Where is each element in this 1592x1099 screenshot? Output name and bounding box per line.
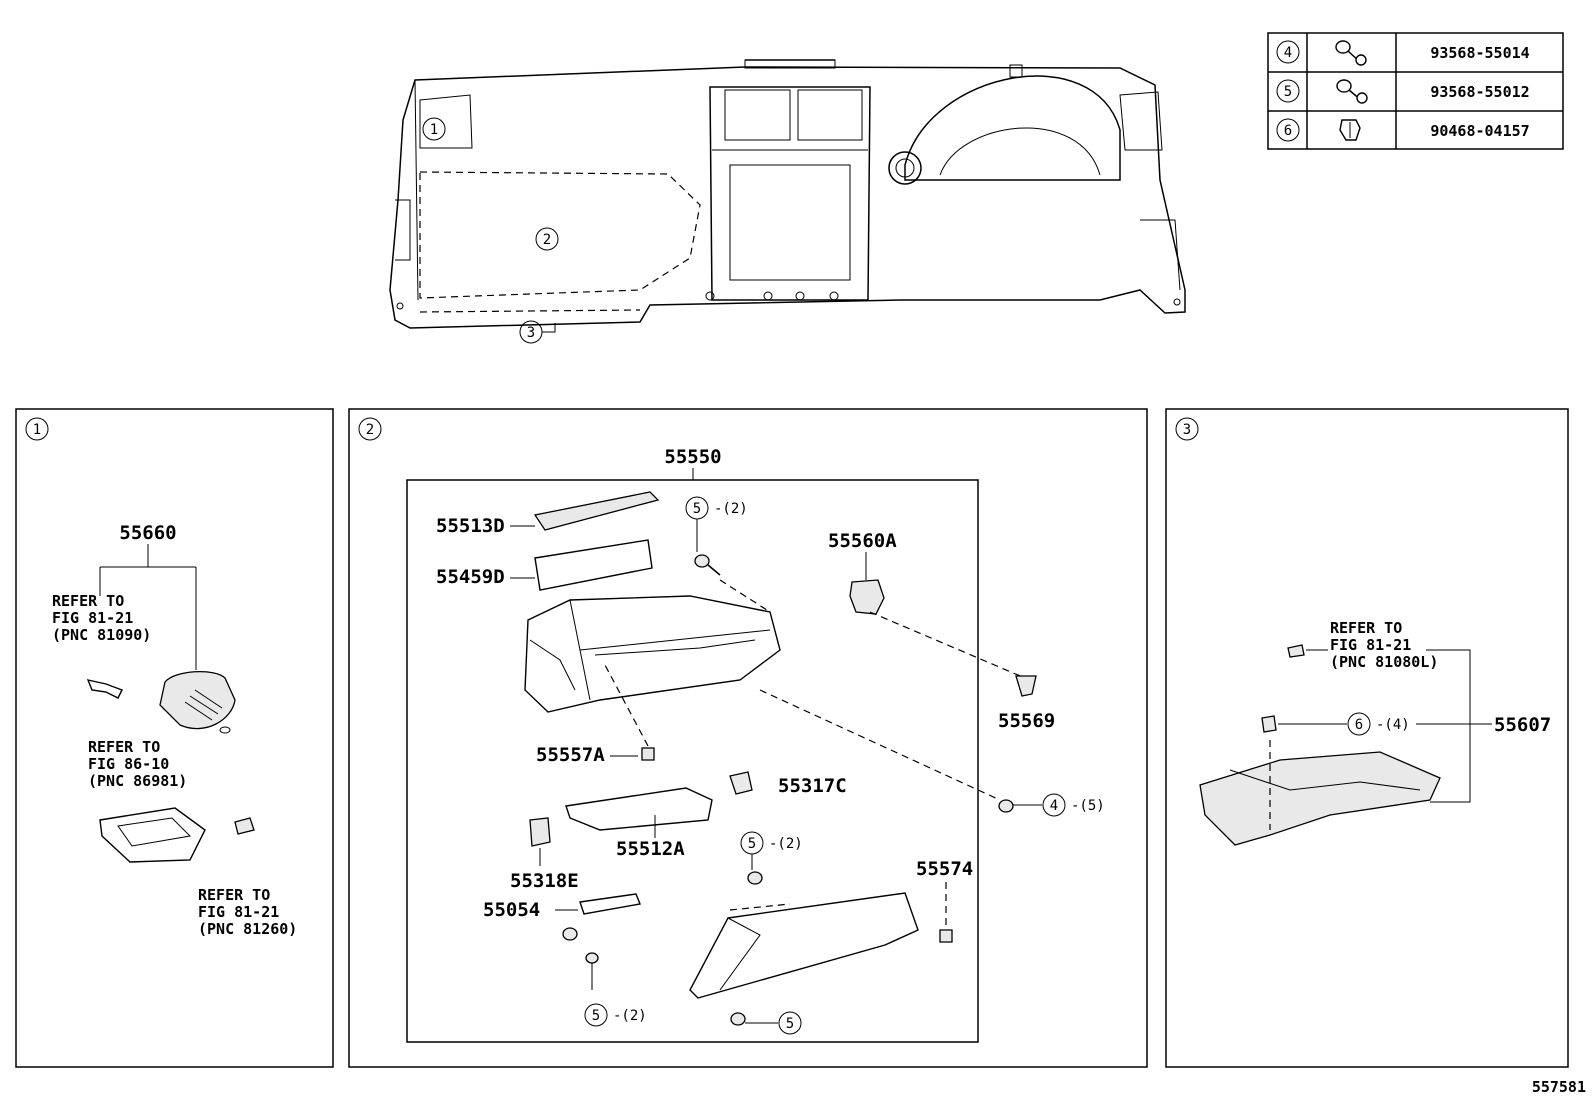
refer-note-line: FIG 81-21 bbox=[1330, 636, 1411, 654]
part-label-55560A: 55560A bbox=[828, 530, 897, 552]
part-label-55459D: 55459D bbox=[436, 566, 505, 588]
under-cover-part bbox=[1199, 740, 1441, 846]
refer-note-line: REFER TO bbox=[52, 592, 124, 610]
screw-part bbox=[562, 927, 578, 941]
overview-callout-3: 3 bbox=[527, 325, 535, 341]
rod-part bbox=[579, 893, 641, 915]
screw-part bbox=[730, 1012, 746, 1026]
table-part-number: 93568-55012 bbox=[1430, 83, 1529, 101]
table-ref-6: 6 bbox=[1284, 123, 1292, 139]
clip-part bbox=[1261, 715, 1277, 733]
panel-3: 3 REFER TO FIG 81-21 (PNC 81080L) 6 -(4)… bbox=[1165, 408, 1569, 1068]
panel-number: 1 bbox=[33, 422, 41, 438]
trim-strip-part bbox=[533, 491, 660, 531]
table-ref-5: 5 bbox=[1284, 84, 1292, 100]
fastener-table: 4 93568-55014 5 93568-55012 6 bbox=[1267, 32, 1564, 150]
callout-qty: -(4) bbox=[1376, 717, 1410, 733]
part-label-55513D: 55513D bbox=[436, 515, 505, 537]
table-row-4: 4 93568-55014 bbox=[1276, 40, 1530, 66]
part-label-55569: 55569 bbox=[998, 710, 1055, 732]
table-row-6: 6 90468-04157 bbox=[1276, 118, 1530, 142]
bolt-icon bbox=[1335, 40, 1367, 66]
clip-part bbox=[234, 817, 255, 835]
tray-part bbox=[99, 807, 206, 863]
glove-box-door-part bbox=[689, 892, 919, 999]
part-label-55512A: 55512A bbox=[616, 838, 685, 860]
table-ref-4: 4 bbox=[1284, 45, 1292, 61]
panel-2: 2 55550 55513D 55459D 5 -(2) 55560A bbox=[348, 408, 1148, 1068]
pin-part bbox=[939, 929, 953, 943]
part-label-55660: 55660 bbox=[119, 522, 176, 544]
refer-note-line: FIG 81-21 bbox=[198, 903, 279, 921]
refer-note-line: REFER TO bbox=[198, 886, 270, 904]
table-part-number: 93568-55014 bbox=[1430, 44, 1529, 62]
screw-part bbox=[585, 952, 599, 964]
air-vent-part bbox=[159, 670, 236, 734]
panel-1: 1 55660 REFER TO FIG 81-21 (PNC 81090) R… bbox=[15, 408, 334, 1068]
callout-ref-5: 5 bbox=[693, 501, 701, 517]
panel-part bbox=[534, 539, 653, 591]
overview-callout-1: 1 bbox=[430, 122, 438, 138]
panel-number: 3 bbox=[1183, 422, 1191, 438]
bracket-part bbox=[86, 679, 123, 699]
part-label-55318E: 55318E bbox=[510, 870, 579, 892]
shelf-part bbox=[565, 787, 713, 831]
screw-icon bbox=[1336, 79, 1368, 104]
dashboard-overview: 1 2 3 bbox=[389, 59, 1186, 344]
panel-number: 2 bbox=[366, 422, 374, 438]
table-row-5: 5 93568-55012 bbox=[1276, 79, 1530, 104]
refer-note-line: (PNC 86981) bbox=[88, 772, 187, 790]
callout-ref-5: 5 bbox=[592, 1008, 600, 1024]
clip-part bbox=[1287, 644, 1305, 658]
screw-part bbox=[694, 554, 710, 568]
glove-box-housing-part bbox=[524, 579, 781, 713]
damper-part bbox=[1015, 675, 1037, 697]
part-label-55550: 55550 bbox=[664, 446, 721, 468]
refer-note-line: REFER TO bbox=[1330, 619, 1402, 637]
part-label-55574: 55574 bbox=[916, 858, 973, 880]
refer-note-line: FIG 86-10 bbox=[88, 755, 169, 773]
callout-ref-5: 5 bbox=[786, 1016, 794, 1032]
screw-part bbox=[747, 871, 763, 885]
part-label-55054: 55054 bbox=[483, 899, 540, 921]
refer-note-line: (PNC 81080L) bbox=[1330, 653, 1438, 671]
clip-part bbox=[729, 771, 753, 795]
callout-ref-4: 4 bbox=[1050, 798, 1058, 814]
clip-icon bbox=[1339, 119, 1361, 141]
hinge-part bbox=[529, 817, 551, 847]
callout-qty: -(5) bbox=[1071, 798, 1105, 814]
callout-ref-6: 6 bbox=[1355, 717, 1363, 733]
lock-part bbox=[849, 579, 885, 615]
table-part-number: 90468-04157 bbox=[1430, 122, 1529, 140]
refer-note-line: (PNC 81090) bbox=[52, 626, 151, 644]
refer-note-line: FIG 81-21 bbox=[52, 609, 133, 627]
bolt-part bbox=[998, 799, 1014, 813]
assembly-box bbox=[406, 479, 979, 1043]
part-label-55607: 55607 bbox=[1494, 714, 1551, 736]
stopper-part bbox=[641, 747, 655, 761]
refer-note-line: (PNC 81260) bbox=[198, 920, 297, 938]
part-label-55557A: 55557A bbox=[536, 744, 605, 766]
refer-note-line: REFER TO bbox=[88, 738, 160, 756]
callout-qty: -(2) bbox=[714, 501, 748, 517]
overview-callout-2: 2 bbox=[543, 232, 551, 248]
illustration-number: 557581 bbox=[1532, 1078, 1586, 1096]
callout-qty: -(2) bbox=[769, 836, 803, 852]
callout-ref-5: 5 bbox=[748, 836, 756, 852]
part-label-55317C: 55317C bbox=[778, 775, 847, 797]
callout-qty: -(2) bbox=[613, 1008, 647, 1024]
